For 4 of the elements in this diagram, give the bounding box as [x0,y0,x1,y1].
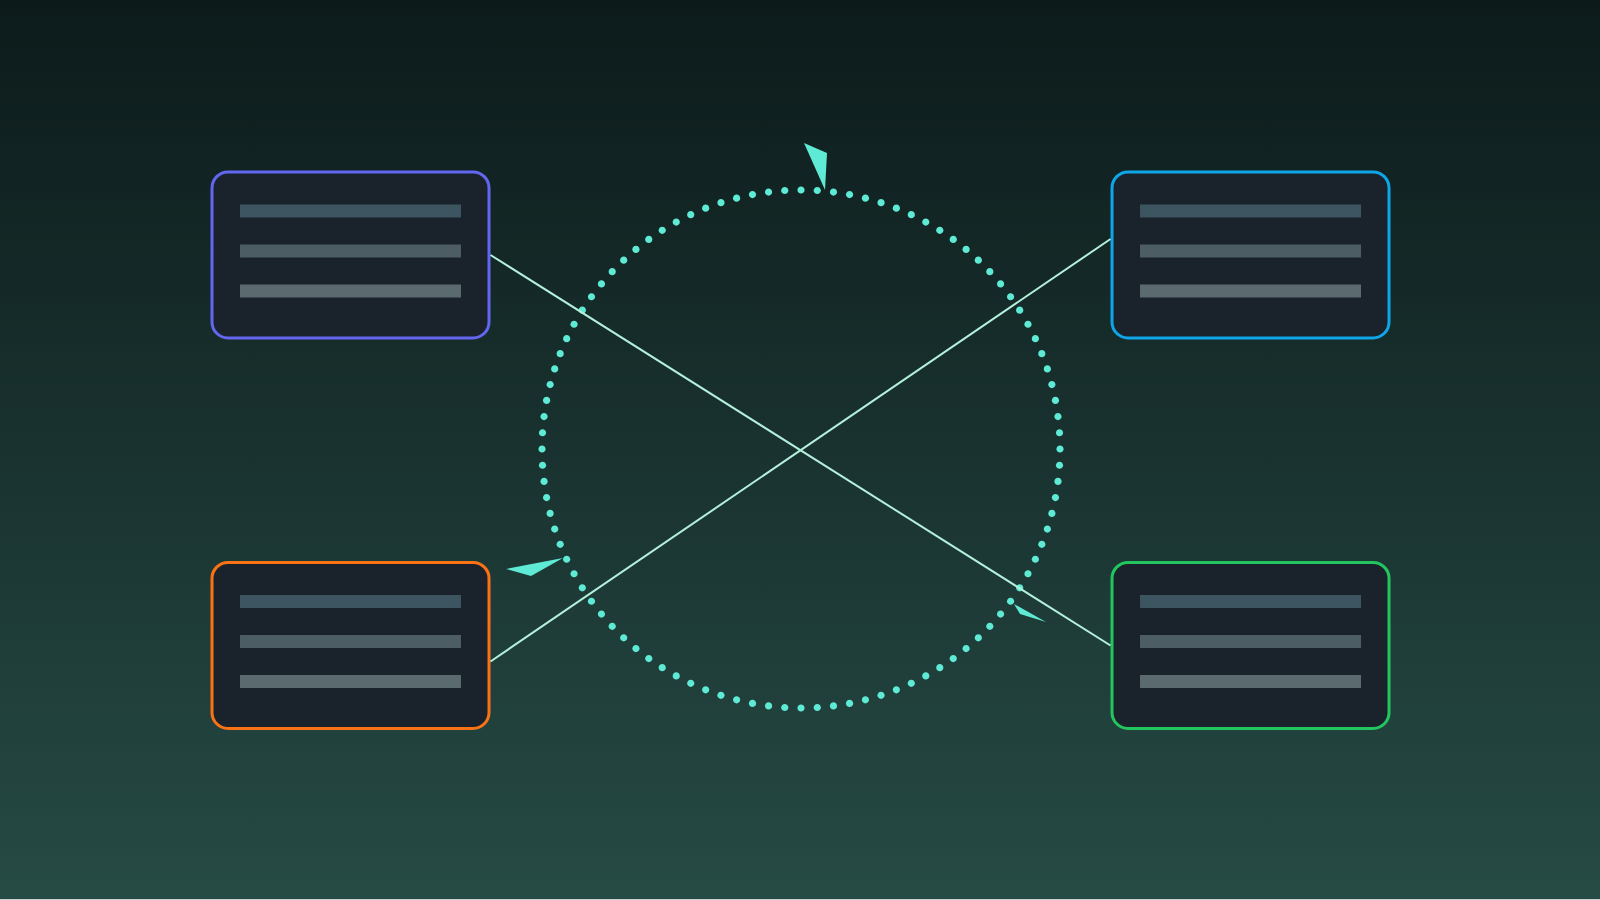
placeholder-card [1110,561,1391,730]
placeholder-card [210,170,491,340]
placeholder-card [1110,170,1391,340]
placeholder-card [210,561,491,730]
